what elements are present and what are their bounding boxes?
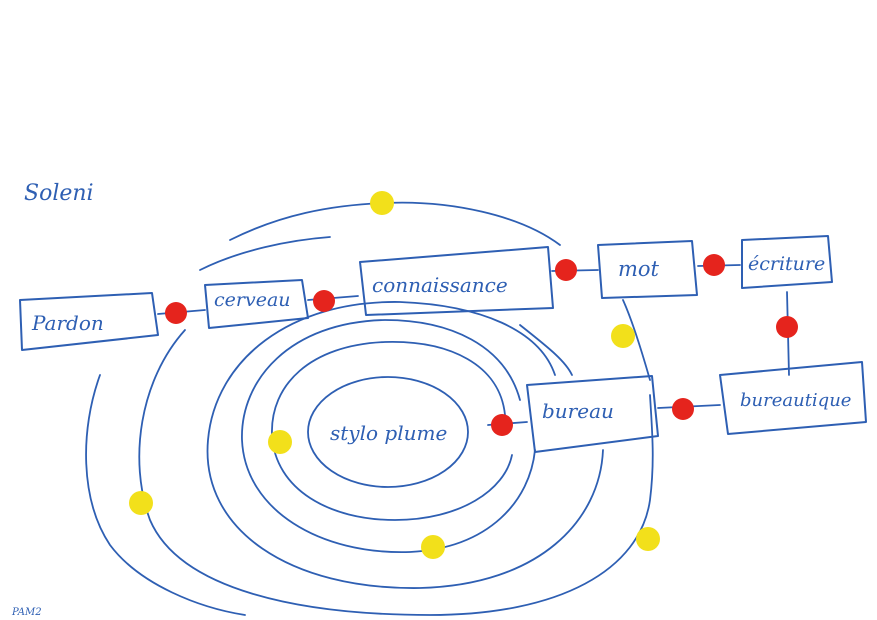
- red-dot-pardon-cerveau: [165, 302, 187, 324]
- box-ecriture: [741, 235, 833, 289]
- orbit-ring-3: [241, 319, 536, 553]
- node-label-bureau: bureau: [542, 399, 614, 423]
- orbit-ring-4: [206, 301, 604, 589]
- node-label-mot: mot: [618, 257, 660, 281]
- red-dot-cerveau-connaissance: [313, 290, 335, 312]
- orbit-ring-1: [307, 376, 469, 488]
- labels: Soleni PAM2 stylo plume Pardon cerveau c…: [11, 181, 851, 618]
- center-label: stylo plume: [330, 421, 447, 445]
- yellow-dot-right-lower: [636, 527, 660, 551]
- red-dot-bureautique-bureau: [672, 398, 694, 420]
- orbit-arc-right: [519, 324, 573, 376]
- orbit-ring-6: [85, 374, 246, 616]
- node-boxes: [19, 235, 867, 453]
- red-dot-connaissance-mot: [555, 259, 577, 281]
- node-label-ecriture: écriture: [748, 253, 825, 275]
- orbit-arc-right-2: [622, 299, 651, 381]
- red-dots: [165, 254, 798, 436]
- author-signature: Soleni: [24, 181, 94, 206]
- box-bureau: [526, 375, 659, 453]
- yellow-dot-inner-left: [268, 430, 292, 454]
- node-label-cerveau: cerveau: [214, 289, 291, 311]
- corner-code: PAM2: [11, 607, 42, 618]
- orbit-arc-top-inner: [199, 236, 331, 271]
- node-label-pardon: Pardon: [31, 311, 104, 335]
- node-label-connaissance: connaissance: [372, 273, 508, 297]
- orbit-ring-5: [138, 329, 654, 616]
- box-mot: [597, 240, 698, 299]
- yellow-dot-right-upper: [611, 324, 635, 348]
- orbit-arc-top-outer: [229, 201, 561, 246]
- red-dot-mot-ecriture: [703, 254, 725, 276]
- box-cerveau: [204, 279, 309, 329]
- box-pardon: [19, 292, 159, 351]
- orbit-lines: [85, 201, 654, 616]
- box-connaissance: [359, 246, 554, 316]
- red-dot-bureau-stylo: [491, 414, 513, 436]
- box-bureautique: [719, 361, 867, 435]
- node-label-bureautique: bureautique: [740, 390, 851, 411]
- yellow-dot-outer-left: [129, 491, 153, 515]
- yellow-dot-bottom: [421, 535, 445, 559]
- yellow-dot-top: [370, 191, 394, 215]
- red-dot-ecriture-bureautique: [776, 316, 798, 338]
- yellow-dots: [129, 191, 660, 559]
